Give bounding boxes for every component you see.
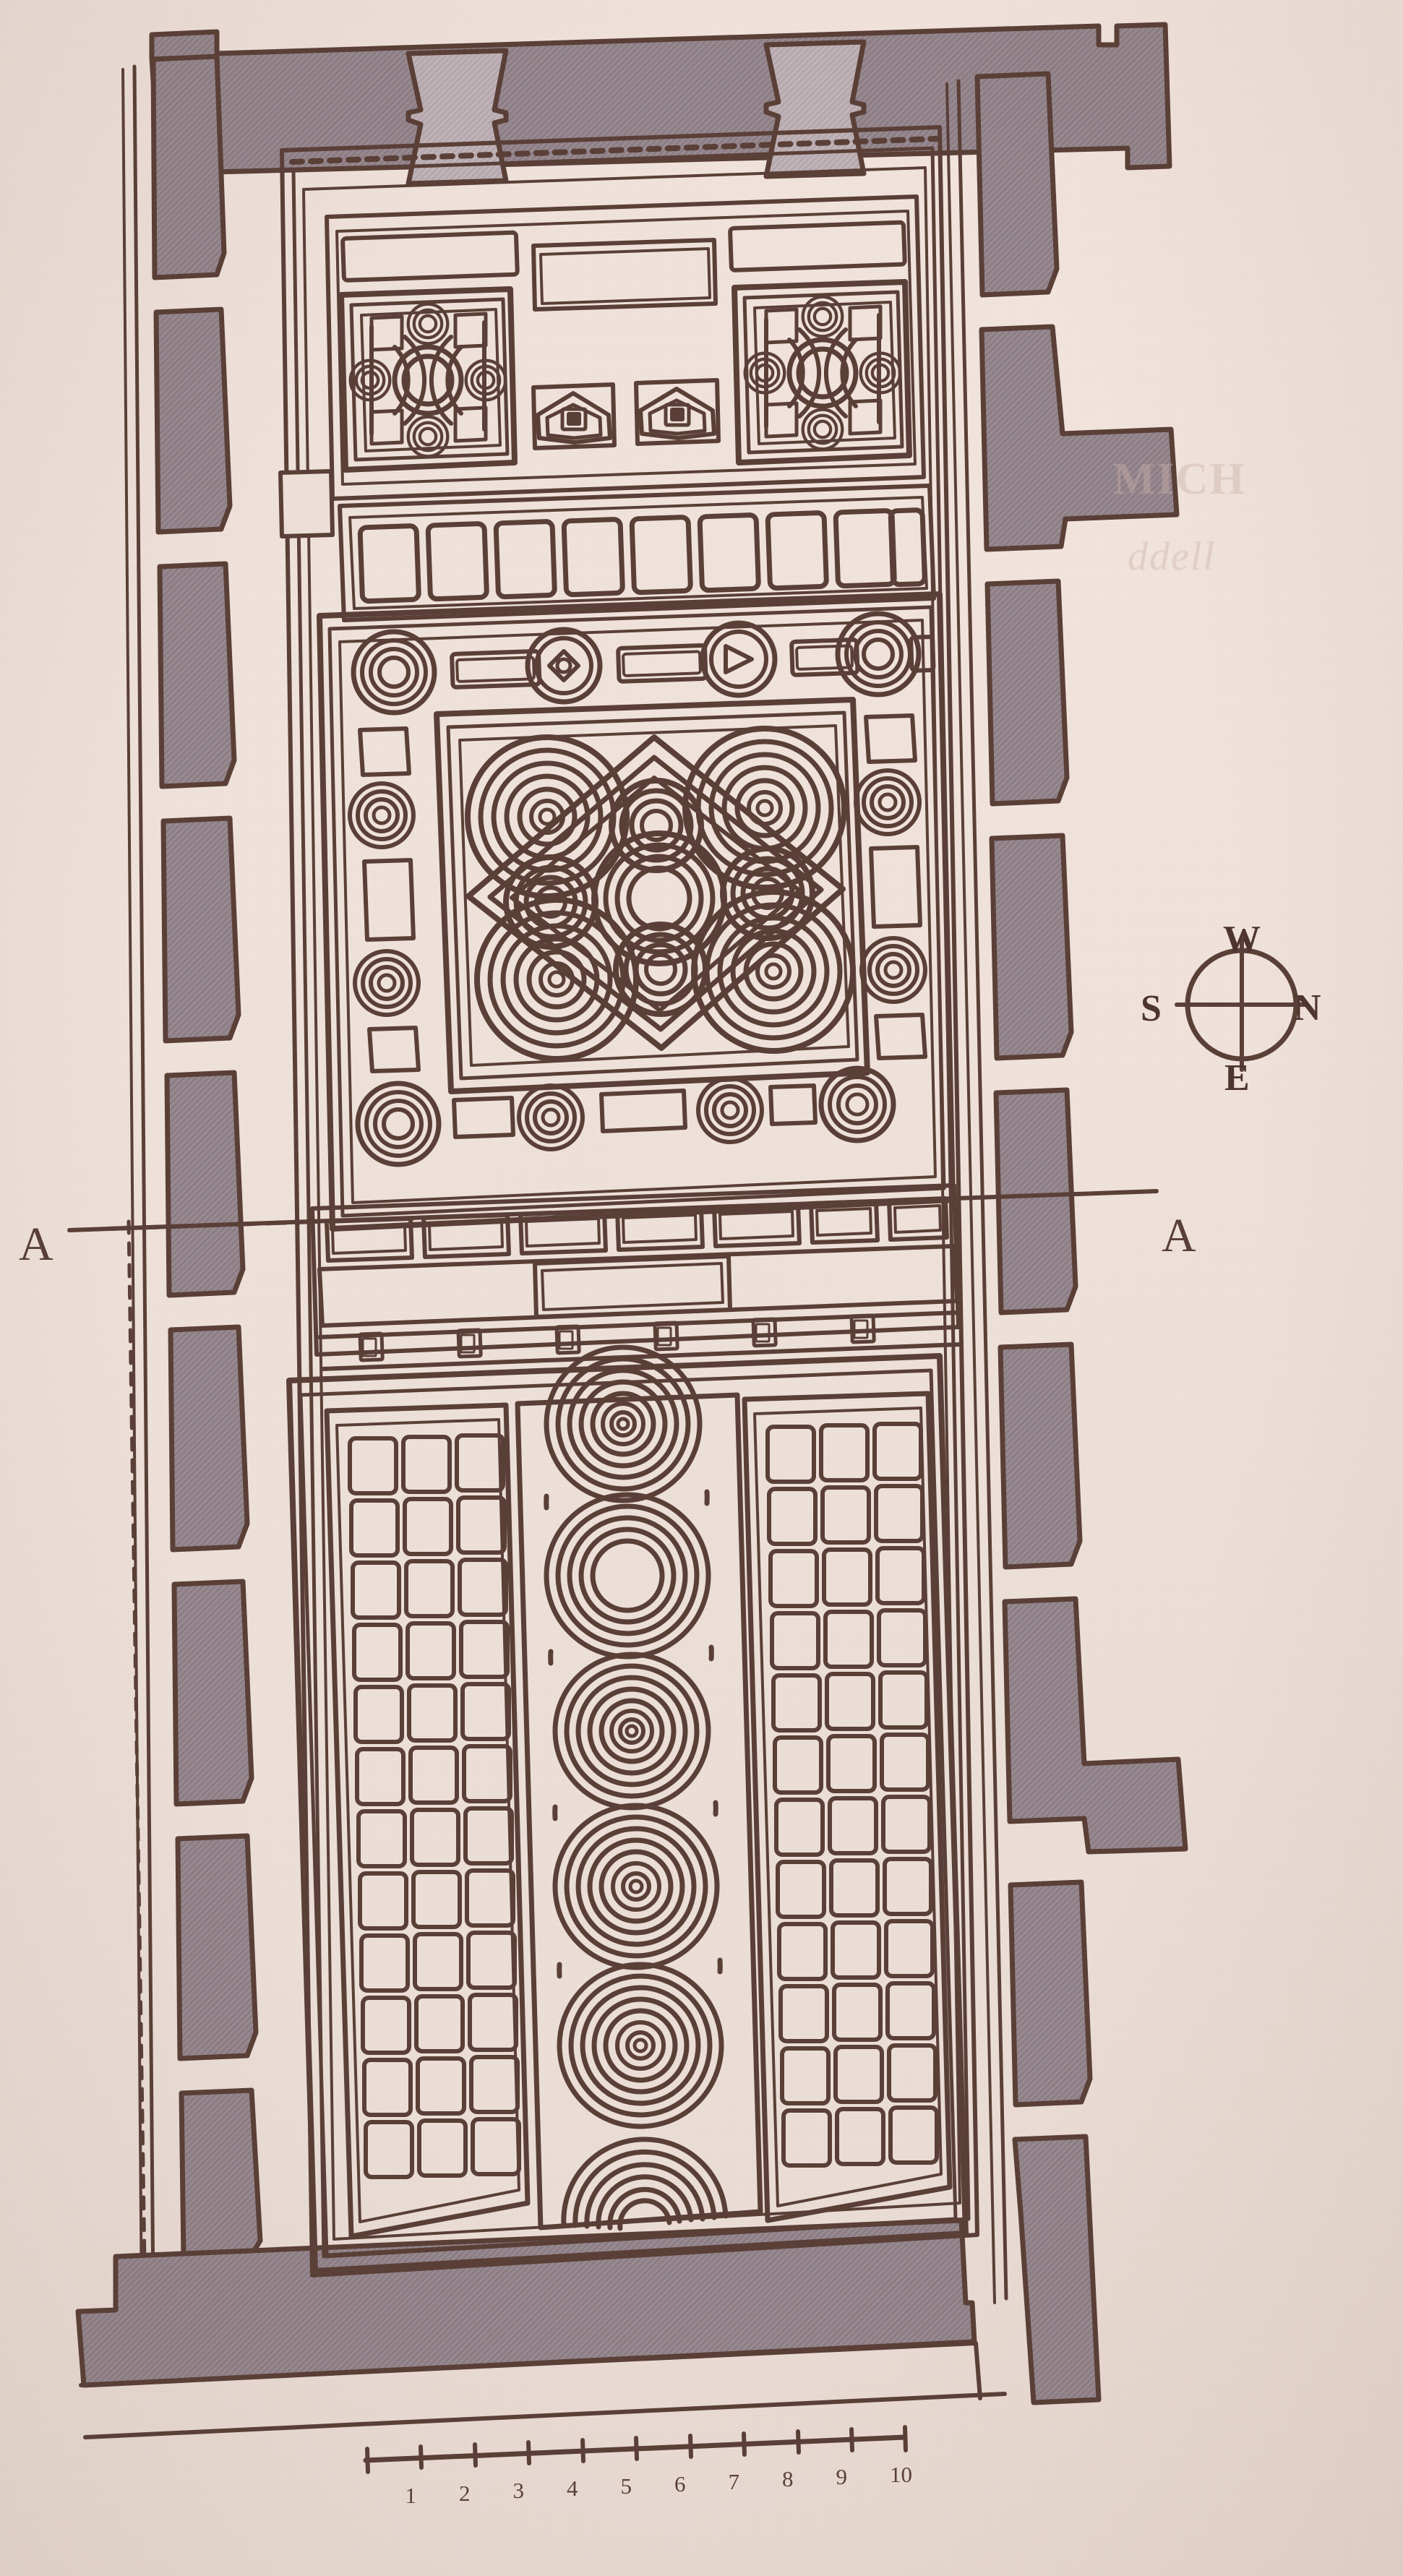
nave-roundel-chain <box>515 1344 763 2231</box>
aisle-right <box>742 1391 953 2223</box>
central-medallion-section <box>317 591 956 1232</box>
corner-roundel-br <box>691 889 856 1054</box>
medallion-border-right <box>854 713 927 1060</box>
scale-bar <box>363 2425 908 2474</box>
top-panel-row <box>340 220 907 312</box>
lower-nave <box>286 1344 969 2274</box>
interior-frames <box>280 125 979 2277</box>
nave-roundel-1 <box>544 1344 703 1503</box>
nave-roundel-5 <box>557 1962 724 2129</box>
north-chamber <box>278 194 926 538</box>
medallion-border-left <box>348 726 421 1073</box>
aisle-left <box>324 1402 531 2239</box>
nave-roundel-4 <box>552 1803 720 1970</box>
medallion-border-top <box>351 611 936 716</box>
lozenge-panel-left <box>531 382 617 450</box>
compass-rose <box>1175 937 1309 1072</box>
wall-bottom <box>75 2217 1007 2439</box>
pilaster-top-right <box>763 39 867 179</box>
knot-panel-left <box>338 286 518 473</box>
nave-roundel-3 <box>552 1652 711 1811</box>
corner-roundel-tl <box>465 734 630 899</box>
nave-arch-terminal <box>561 2137 729 2231</box>
knot-panel-right <box>731 279 912 465</box>
lozenge-panel-right <box>634 378 721 446</box>
corner-roundel-tr <box>682 726 847 890</box>
edge-roundel-bottom <box>613 922 708 1017</box>
wall-left <box>121 53 263 2304</box>
colonnade-band <box>338 484 936 622</box>
wall-top <box>149 22 1172 186</box>
medallion-inner-field <box>434 697 870 1094</box>
nave-roundel-2 <box>544 1492 711 1660</box>
wall-right <box>945 71 1188 2405</box>
pilaster-top-left <box>406 48 509 186</box>
threshold-band <box>310 1183 964 1371</box>
center-roundel <box>591 830 727 966</box>
outer-walls <box>75 22 1188 2439</box>
